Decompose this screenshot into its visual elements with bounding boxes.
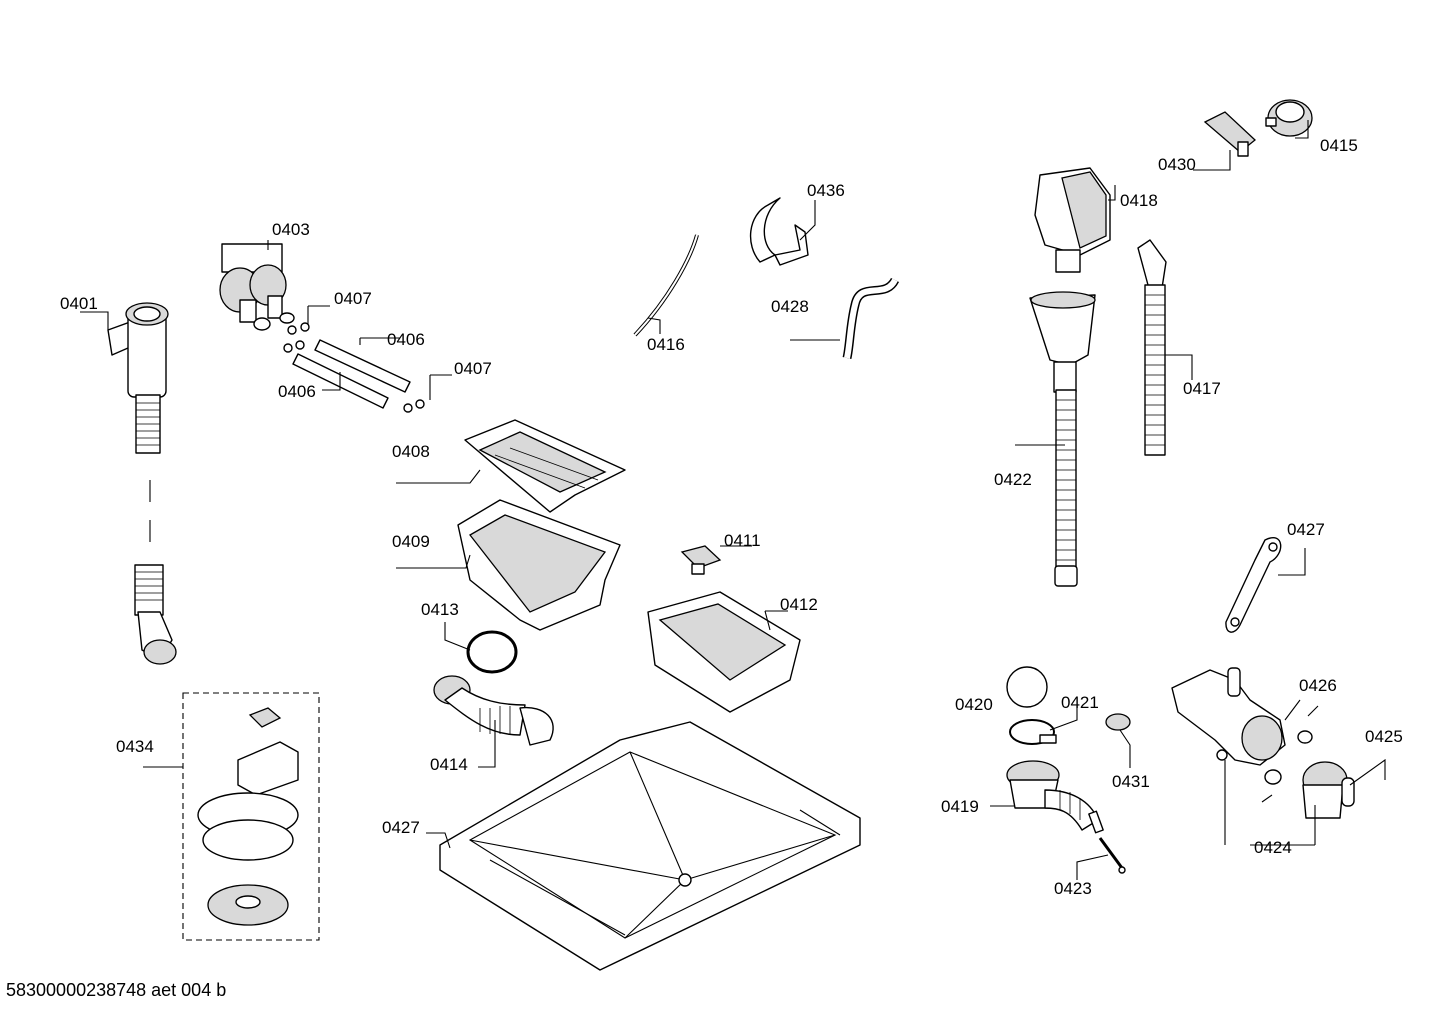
label-0411: 0411 [724, 531, 761, 550]
part-dispenser-lid-0408[interactable] [464, 419, 626, 513]
label-0436: 0436 [807, 181, 845, 200]
label-0415: 0415 [1320, 136, 1358, 155]
label-0408: 0408 [392, 442, 430, 461]
part-clip-0411[interactable] [680, 545, 722, 575]
part-assembly-0434[interactable] [182, 692, 320, 941]
part-tube-0416[interactable] [633, 234, 699, 337]
label-0422: 0422 [994, 470, 1032, 489]
label-0412: 0412 [780, 595, 818, 614]
label-0424: 0424 [1254, 838, 1292, 857]
part-bellows-0414[interactable] [433, 675, 554, 746]
label-0409: 0409 [392, 532, 430, 551]
part-sump-0419[interactable] [1006, 760, 1104, 834]
part-sensor-0423[interactable] [1098, 837, 1126, 874]
leader-lines [80, 120, 1386, 880]
part-clamps-0407[interactable] [283, 322, 425, 413]
label-0427a: 0427 [382, 818, 420, 837]
label-0430: 0430 [1158, 155, 1196, 174]
label-0425: 0425 [1365, 727, 1403, 746]
part-inlet-hose-0401[interactable] [107, 302, 177, 665]
part-hose-0417[interactable] [1137, 239, 1167, 456]
part-bracket-plate-0427[interactable] [1225, 537, 1282, 633]
part-hose-0422[interactable] [1029, 291, 1096, 587]
part-hose-0428[interactable] [842, 277, 900, 360]
label-0416: 0416 [647, 335, 685, 354]
label-0434: 0434 [116, 737, 154, 756]
part-chamber-0418[interactable] [1034, 167, 1111, 273]
label-0427b: 0427 [1287, 520, 1325, 539]
drawing-number: 58300000238748 aet 004 b [6, 980, 227, 1000]
label-0421: 0421 [1061, 693, 1099, 712]
part-ball-0420[interactable] [1006, 666, 1048, 708]
part-gasket-0413[interactable] [466, 630, 518, 674]
part-holder-0436[interactable] [749, 197, 809, 266]
label-0406a: 0406 [387, 330, 425, 349]
part-bracket-0430[interactable] [1203, 111, 1256, 157]
part-filter-0425[interactable] [1302, 761, 1355, 819]
label-0403: 0403 [272, 220, 310, 239]
label-0431: 0431 [1112, 772, 1150, 791]
part-base-frame-0427[interactable] [439, 721, 861, 971]
label-0428: 0428 [771, 297, 809, 316]
part-pressure-switch-0415[interactable] [1265, 99, 1313, 137]
part-drain-pump-0426[interactable] [1171, 667, 1286, 766]
label-0423: 0423 [1054, 879, 1092, 898]
label-0401: 0401 [60, 294, 98, 313]
label-0413: 0413 [421, 600, 459, 619]
part-tray-0412[interactable] [647, 591, 801, 713]
label-0426: 0426 [1299, 676, 1337, 695]
label-0414: 0414 [430, 755, 468, 774]
part-drawer-housing-0409[interactable] [457, 499, 621, 631]
label-0419: 0419 [941, 797, 979, 816]
label-0407a: 0407 [334, 289, 372, 308]
label-0407b: 0407 [454, 359, 492, 378]
part-labels: 0401 0403 0407 0406 0406 0407 0408 0409 … [60, 136, 1403, 898]
label-0418: 0418 [1120, 191, 1158, 210]
part-clamp-0421[interactable] [1009, 719, 1057, 745]
label-0417: 0417 [1183, 379, 1221, 398]
part-pump-parts-0424[interactable] [1261, 705, 1319, 803]
label-0406b: 0406 [278, 382, 316, 401]
part-clamp-0431[interactable] [1105, 713, 1131, 731]
part-valve-0403[interactable] [219, 243, 295, 331]
label-0420: 0420 [955, 695, 993, 714]
